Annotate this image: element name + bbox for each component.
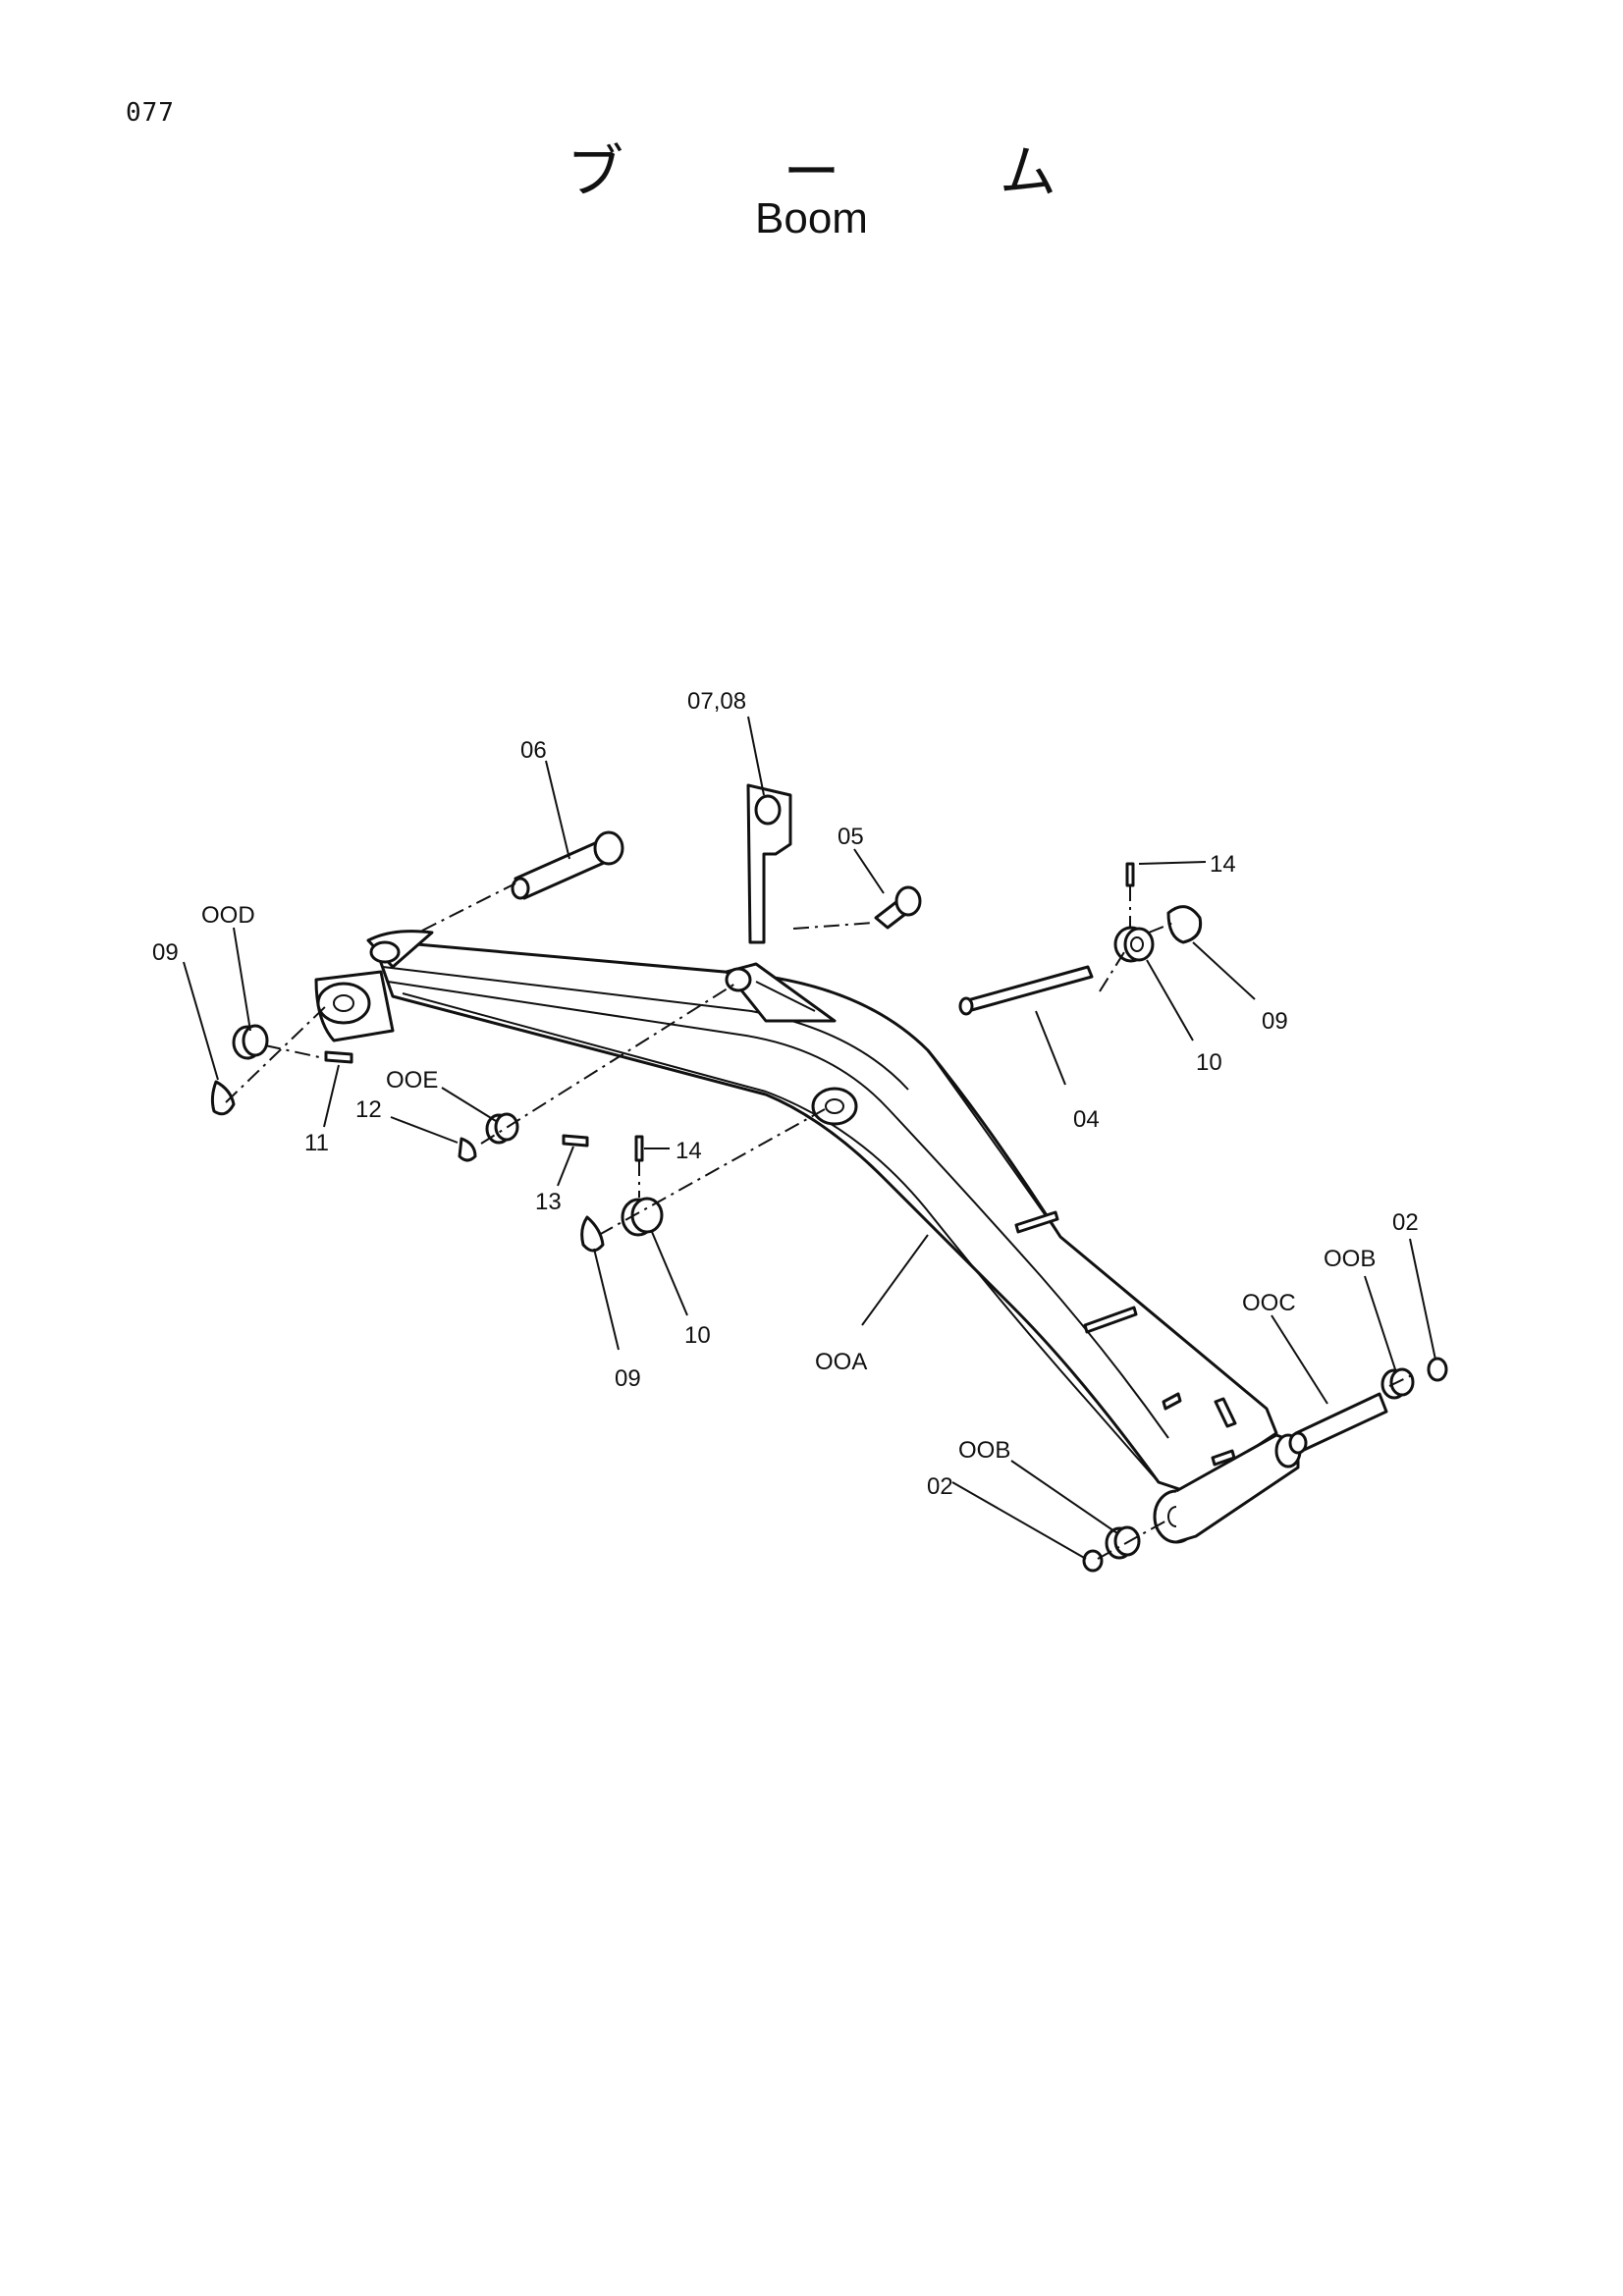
callout-13: 13 bbox=[535, 1189, 562, 1215]
callout-02-bottom: 02 bbox=[927, 1473, 953, 1500]
callout-11: 11 bbox=[304, 1130, 329, 1156]
parts-right-bottom bbox=[1288, 1357, 1448, 1455]
callout-09-lower: 09 bbox=[615, 1365, 641, 1392]
callout-09-right: 09 bbox=[1262, 1008, 1288, 1035]
boom-assembly-00A bbox=[314, 930, 1302, 1544]
callout-12: 12 bbox=[355, 1096, 382, 1123]
plate-07-08 bbox=[746, 783, 792, 944]
title-english: Boom bbox=[755, 194, 868, 242]
centerlines bbox=[225, 882, 1415, 1560]
parts-left bbox=[210, 1024, 353, 1116]
callout-00A: OOA bbox=[815, 1349, 867, 1375]
pin-06 bbox=[511, 830, 624, 900]
callout-02-right: 02 bbox=[1392, 1209, 1419, 1236]
callout-09-left: 09 bbox=[152, 939, 179, 966]
parts-right-top bbox=[1113, 862, 1203, 963]
callout-14-top: 14 bbox=[1210, 851, 1236, 878]
parts-bottom bbox=[1082, 1525, 1141, 1573]
callout-06: 06 bbox=[520, 737, 547, 764]
callout-05: 05 bbox=[838, 824, 864, 850]
callout-14-lower: 14 bbox=[676, 1138, 702, 1164]
pin-05 bbox=[874, 885, 922, 930]
callout-00C: OOC bbox=[1242, 1290, 1296, 1316]
callout-07-08: 07,08 bbox=[687, 688, 746, 715]
title-japanese: ブ ー ム bbox=[567, 138, 1127, 205]
leader-lines bbox=[183, 716, 1436, 1560]
callout-10-lower: 10 bbox=[684, 1322, 711, 1349]
callout-00E: OOE bbox=[386, 1067, 438, 1094]
parts-middle bbox=[458, 1112, 589, 1162]
callout-00B-right: OOB bbox=[1324, 1246, 1376, 1272]
page-number: 077 bbox=[126, 98, 175, 128]
callout-00D: OOD bbox=[201, 902, 255, 929]
callout-04: 04 bbox=[1073, 1106, 1100, 1133]
callout-10-right: 10 bbox=[1196, 1049, 1222, 1076]
callout-00B-bottom: OOB bbox=[958, 1437, 1010, 1464]
callout-labels: 07,08 06 05 14 OOD 09 09 10 04 11 12 OOE… bbox=[152, 688, 1419, 1500]
pin-04 bbox=[958, 965, 1094, 1016]
parts-lower-left bbox=[580, 1135, 664, 1253]
